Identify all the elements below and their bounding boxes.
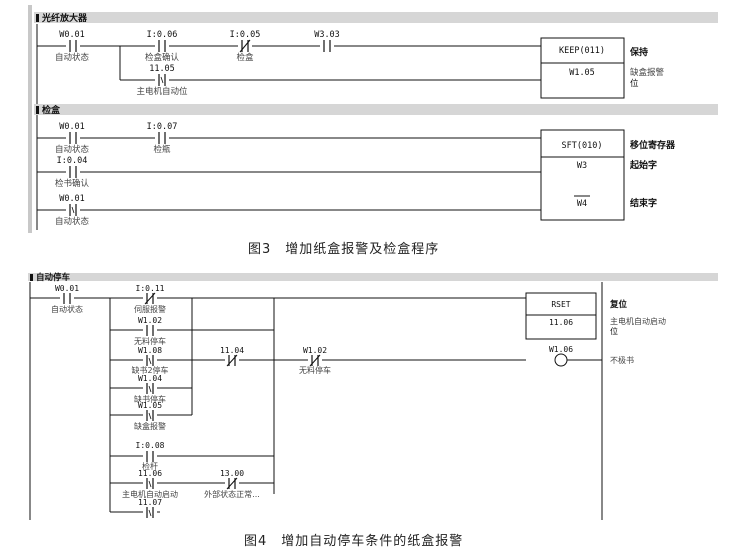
svg-text:自动状态: 自动状态 <box>55 144 90 155</box>
fig3-keep-block[interactable]: KEEP(011) W1.05 <box>540 37 625 99</box>
fig3-caption: 图3 增加纸盒报警及检盒程序 <box>248 242 440 257</box>
svg-text:W1.02: W1.02 <box>303 346 327 355</box>
fig4-contact-w1-02-nc[interactable]: W1.02 无料停车 <box>299 346 331 375</box>
svg-text:检杆: 检杆 <box>142 461 158 471</box>
fig3-contact-w0-01-c[interactable]: W0.01 自动状态 <box>55 194 90 227</box>
fig4-contact-w0-01[interactable]: W0.01 自动状态 <box>51 284 83 314</box>
svg-text:主电机自动启动: 主电机自动启动 <box>122 489 178 499</box>
svg-text:W0.01: W0.01 <box>55 284 79 293</box>
fig4-contact-i0-08[interactable]: I:0.08 检杆 <box>136 441 165 471</box>
svg-text:检盒: 检盒 <box>236 52 254 63</box>
svg-text:自动状态: 自动状态 <box>55 216 90 227</box>
svg-text:W1.05: W1.05 <box>569 68 595 78</box>
svg-text:主电机自动位: 主电机自动位 <box>136 86 188 97</box>
svg-text:检瓶: 检瓶 <box>153 144 171 155</box>
fig4-contact-13-00[interactable]: 13.00 外部状态正常... <box>204 469 260 499</box>
svg-text:W3: W3 <box>577 161 587 171</box>
svg-text:W3.03: W3.03 <box>314 30 340 40</box>
fig3-section-header-box[interactable] <box>34 104 718 115</box>
svg-text:11.05: 11.05 <box>149 64 175 74</box>
svg-text:位: 位 <box>630 78 639 89</box>
fig3-contact-11-05[interactable]: 11.05 主电机自动位 <box>136 64 188 97</box>
svg-text:起始字: 起始字 <box>629 159 657 171</box>
fig3-contact-i0-04[interactable]: I:0.04 检书确认 <box>55 156 90 189</box>
svg-text:11.06: 11.06 <box>549 318 573 327</box>
fig3-contact-i0-05[interactable]: I:0.05 检盒 <box>230 30 261 63</box>
fig3-section-title-fiber: 光纤放大器 <box>41 12 88 24</box>
svg-text:无料停车: 无料停车 <box>134 336 166 346</box>
fig4-rset-comment: 复位 <box>609 299 628 310</box>
svg-text:RSET: RSET <box>551 300 570 309</box>
fig4-contact-w1-08[interactable]: W1.08 缺书2停车 <box>131 346 168 375</box>
fig4-coil-w1-06[interactable]: W1.06 <box>549 345 602 367</box>
svg-text:11.06: 11.06 <box>138 469 162 478</box>
svg-text:W0.01: W0.01 <box>59 122 85 132</box>
svg-text:I:0.05: I:0.05 <box>230 30 261 40</box>
fig3-keep-operand-comment: 缺盒报警 <box>630 67 665 78</box>
svg-text:缺书2停车: 缺书2停车 <box>131 365 168 375</box>
svg-text:I:0.11: I:0.11 <box>136 284 165 293</box>
svg-text:W1.08: W1.08 <box>138 346 162 355</box>
svg-text:W1.05: W1.05 <box>138 401 162 410</box>
svg-text:自动状态: 自动状态 <box>51 304 83 314</box>
svg-text:W1.02: W1.02 <box>138 316 162 325</box>
svg-text:无料停车: 无料停车 <box>299 365 331 375</box>
fig4-section-header[interactable] <box>28 273 718 281</box>
fig4-rset-block[interactable]: RSET 11.06 <box>525 292 597 340</box>
svg-text:伺服报警: 伺服报警 <box>134 304 166 314</box>
fig3-contact-w0-01-b[interactable]: W0.01 自动状态 <box>55 122 90 155</box>
svg-text:外部状态正常...: 外部状态正常... <box>204 489 260 499</box>
svg-text:自动状态: 自动状态 <box>55 52 90 63</box>
svg-text:W4: W4 <box>577 199 587 209</box>
svg-text:缺书停车: 缺书停车 <box>134 394 166 404</box>
svg-text:位: 位 <box>610 326 618 336</box>
svg-text:缺盒报警: 缺盒报警 <box>134 421 166 431</box>
fig3-sft-block[interactable]: SFT(010) W3 W4 <box>540 129 625 221</box>
fig3-left-scrollbar[interactable] <box>28 5 32 233</box>
svg-text:I:0.07: I:0.07 <box>147 122 178 132</box>
fig3-contact-i0-07[interactable]: I:0.07 检瓶 <box>147 122 178 155</box>
svg-text:SFT(010): SFT(010) <box>562 141 603 151</box>
svg-text:检盒确认: 检盒确认 <box>145 52 180 63</box>
svg-text:W1.06: W1.06 <box>549 345 573 354</box>
svg-text:11.07: 11.07 <box>138 498 162 507</box>
fig3-section-title-box: 检盒 <box>42 104 61 116</box>
svg-text:W0.01: W0.01 <box>59 194 85 204</box>
svg-text:I:0.08: I:0.08 <box>136 441 165 450</box>
fig4-contact-11-07[interactable]: 11.07 <box>138 498 162 518</box>
svg-text:11.04: 11.04 <box>220 346 244 355</box>
fig3-keep-comment: 保持 <box>629 46 648 58</box>
svg-text:检书确认: 检书确认 <box>55 178 90 189</box>
fig4-contact-w1-02[interactable]: W1.02 无料停车 <box>134 316 166 346</box>
fig3-section-header-fiber[interactable] <box>34 12 718 23</box>
svg-text:I:0.04: I:0.04 <box>57 156 88 166</box>
svg-text:结束字: 结束字 <box>630 197 657 209</box>
fig3-contact-i0-06[interactable]: I:0.06 检盒确认 <box>145 30 180 63</box>
fig4-caption: 图4 增加自动停车条件的纸盒报警 <box>244 534 464 549</box>
fig4-contact-11-06[interactable]: 11.06 主电机自动启动 <box>122 469 178 499</box>
svg-text:主电机自动启动: 主电机自动启动 <box>610 316 666 326</box>
fig4-coil-comment: 不极书 <box>610 355 634 365</box>
fig4-contact-w1-05[interactable]: W1.05 缺盒报警 <box>134 401 166 431</box>
fig3-program: 光纤放大器 W0.01 自动状态 I:0.06 检盒确认 I:0. <box>28 5 718 233</box>
svg-text:W0.01: W0.01 <box>59 30 85 40</box>
svg-text:13.00: 13.00 <box>220 469 244 478</box>
svg-text:W1.04: W1.04 <box>138 374 162 383</box>
fig4-program: 自动停车 W0.01 自动状态 I:0.11 伺服报警 <box>28 272 718 520</box>
fig4-section-title: 自动停车 <box>36 272 71 283</box>
fig4-contact-11-04[interactable]: 11.04 <box>220 346 244 367</box>
fig3-contact-w3-03[interactable]: W3.03 <box>314 30 340 52</box>
svg-text:I:0.06: I:0.06 <box>147 30 178 40</box>
fig3-sft-comment: 移位寄存器 <box>630 139 676 151</box>
fig4-contact-w1-04[interactable]: W1.04 缺书停车 <box>134 374 166 404</box>
svg-text:KEEP(011): KEEP(011) <box>559 46 605 56</box>
fig4-contact-i0-11[interactable]: I:0.11 伺服报警 <box>134 284 166 314</box>
fig3-contact-w0-01[interactable]: W0.01 自动状态 <box>55 30 90 63</box>
